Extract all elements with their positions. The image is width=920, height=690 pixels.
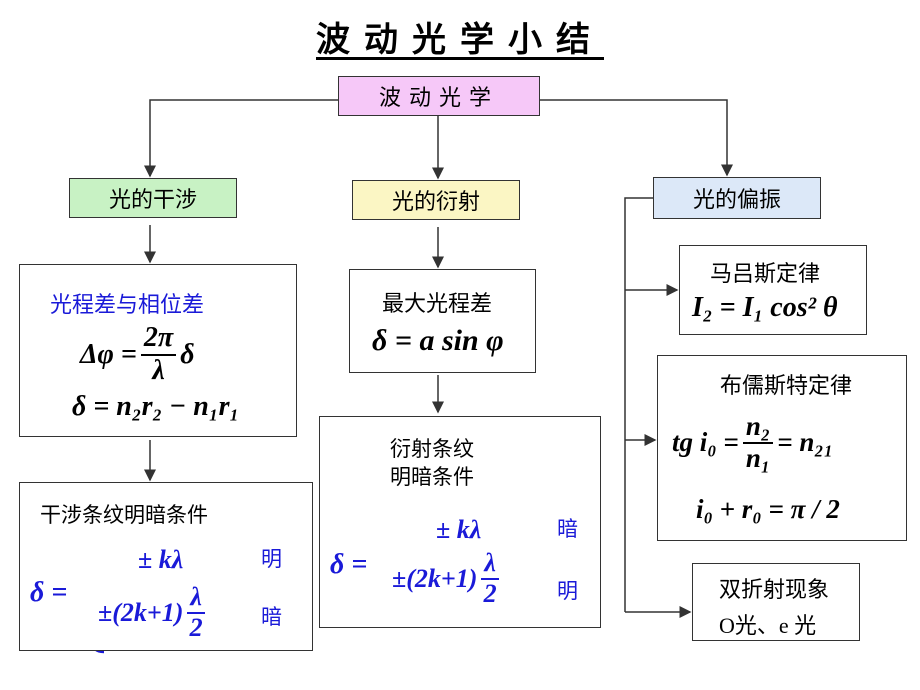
- brewster-heading: 布儒斯特定律: [720, 374, 853, 399]
- diffraction-case-bright-den: 2: [483, 578, 497, 608]
- brewster-eq-lhs: tg i₀ =: [672, 427, 739, 458]
- malus-formula: I₂ = I₁ cos² θ: [692, 292, 838, 323]
- node-diffraction-label: 光的衍射: [391, 190, 480, 215]
- interference-case-bright: ± kλ: [138, 545, 184, 574]
- node-diffraction: 光的衍射: [352, 180, 520, 220]
- interference-case-dark-num: λ: [187, 582, 205, 614]
- diffraction-path-box: 最大光程差 δ = a sin φ: [349, 269, 536, 373]
- brewster-eq-num: n₂: [742, 411, 774, 444]
- page-title: 波动光学小结: [316, 20, 604, 60]
- phase-eq-den: λ: [152, 354, 165, 386]
- diffraction-case-bright-num: λ: [481, 548, 499, 580]
- malus-heading: 马吕斯定律: [710, 262, 821, 287]
- interference-case-dark-pre: ±(2k+1): [98, 597, 184, 627]
- path-difference-formula: δ = n₂r₂ − n₁r₁: [72, 391, 240, 422]
- interference-delta-lhs: δ =: [30, 577, 68, 608]
- interference-fringe-heading: 干涉条纹明暗条件: [40, 503, 208, 527]
- interference-label-bright: 明: [261, 547, 282, 571]
- birefringence-box: 双折射现象 O光、e 光: [692, 563, 860, 641]
- node-interference-label: 光的干涉: [108, 188, 197, 213]
- diffraction-fringe-heading-2: 明暗条件: [390, 465, 474, 489]
- birefringence-heading: 双折射现象: [719, 578, 830, 603]
- interference-case-dark: ±(2k+1) λ 2: [98, 582, 205, 642]
- brewster-eq-den: n₁: [745, 442, 771, 473]
- interference-fringe-box: 干涉条纹明暗条件 δ = ± kλ ±(2k+1) λ 2 明 暗: [19, 482, 313, 651]
- brewster-formula: tg i₀ = n₂ n₁ = n₂₁: [672, 411, 834, 473]
- brewster-eq-fraction: n₂ n₁: [742, 411, 774, 473]
- phase-eq-fraction: 2π λ: [140, 322, 177, 387]
- interference-case-dark-fraction: λ 2: [187, 582, 205, 642]
- interference-path-heading: 光程差与相位差: [50, 293, 205, 318]
- diffraction-case-bright: ±(2k+1) λ 2: [392, 548, 499, 608]
- phase-eq-num: 2π: [140, 322, 177, 356]
- diffraction-label-dark: 暗: [557, 517, 578, 541]
- node-wave-optics-label: 波动光学: [378, 86, 499, 111]
- diffraction-path-heading: 最大光程差: [382, 292, 493, 317]
- phase-eq-tail: δ: [180, 338, 195, 370]
- interference-path-box: 光程差与相位差 Δφ = 2π λ δ δ = n₂r₂ − n₁r₁: [19, 264, 297, 437]
- diffraction-case-bright-fraction: λ 2: [481, 548, 499, 608]
- node-wave-optics: 波动光学: [338, 76, 540, 116]
- interference-label-dark: 暗: [261, 605, 282, 629]
- diffraction-case-dark: ± kλ: [436, 515, 482, 544]
- interference-case-dark-den: 2: [189, 612, 203, 642]
- birefringence-rays: O光、e 光: [719, 613, 817, 638]
- node-interference: 光的干涉: [69, 178, 237, 218]
- brewster-angle-formula: i₀ + r₀ = π / 2: [696, 494, 840, 524]
- node-polarization-label: 光的偏振: [692, 188, 781, 213]
- diffraction-label-bright: 明: [557, 579, 578, 603]
- node-polarization: 光的偏振: [653, 177, 821, 219]
- phase-difference-formula: Δφ = 2π λ δ: [80, 322, 195, 387]
- phase-eq-lhs: Δφ =: [80, 338, 137, 370]
- diffraction-fringe-box: 衍射条纹 明暗条件 δ = ± kλ ±(2k+1) λ 2 暗 明: [319, 416, 601, 628]
- brewster-eq-rhs: = n₂₁: [777, 427, 834, 458]
- diffraction-case-bright-pre: ±(2k+1): [392, 563, 478, 593]
- malus-law-box: 马吕斯定律 I₂ = I₁ cos² θ: [679, 245, 867, 335]
- diffraction-delta-lhs: δ =: [330, 549, 368, 580]
- diffraction-fringe-heading-1: 衍射条纹: [390, 437, 474, 461]
- diffraction-path-formula: δ = a sin φ: [372, 324, 504, 357]
- brewster-law-box: 布儒斯特定律 tg i₀ = n₂ n₁ = n₂₁ i₀ + r₀ = π /…: [657, 355, 907, 541]
